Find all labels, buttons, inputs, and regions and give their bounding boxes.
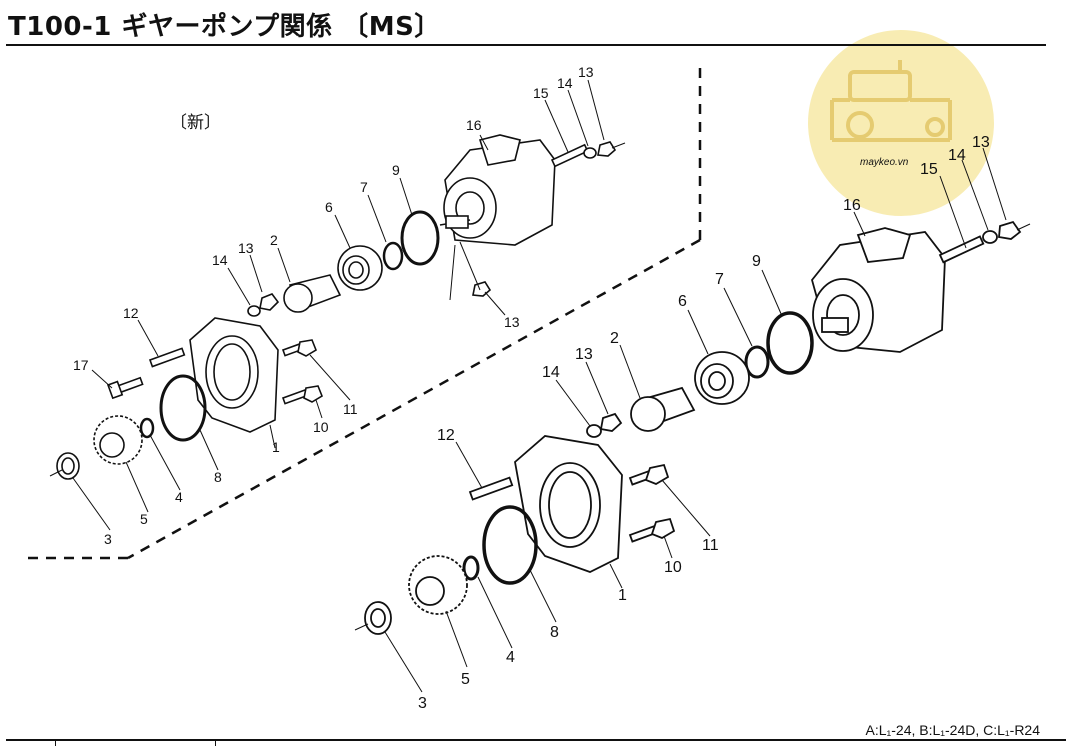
top-callout-1: 1 xyxy=(272,439,280,455)
top-bolt-17 xyxy=(106,376,144,400)
bottom-callout-4: 4 xyxy=(506,649,515,666)
top-callout-9: 9 xyxy=(392,162,400,178)
top-callout-7: 7 xyxy=(360,179,368,195)
top-washer-14 xyxy=(583,147,597,159)
new-version-label: 〔新〕 xyxy=(170,113,221,133)
top-snapring-7 xyxy=(382,241,404,271)
top-bolt-11 xyxy=(281,339,317,357)
bottom-callout-9: 9 xyxy=(752,253,761,270)
bottom-gear-5 xyxy=(408,555,468,615)
top-callout-17: 17 xyxy=(73,357,89,373)
top-nut-13c xyxy=(472,281,492,297)
bottom-assembly xyxy=(354,220,1031,635)
top-stud-12 xyxy=(148,347,186,368)
bottom-bearing-6 xyxy=(694,351,750,405)
bottom-callout-16: 16 xyxy=(843,197,861,214)
top-callout-3: 3 xyxy=(104,531,112,547)
watermark-text: maykeo.vn xyxy=(860,157,909,168)
bottom-callout-12: 12 xyxy=(437,427,455,444)
top-oring-8 xyxy=(159,374,207,442)
top-callout-8: 8 xyxy=(214,469,222,485)
top-callout-14: 14 xyxy=(557,75,573,91)
top-callout-12: 12 xyxy=(123,305,139,321)
top-callout-14b: 14 xyxy=(212,252,228,268)
top-bolt-10 xyxy=(281,385,323,405)
top-nut-13b xyxy=(259,293,280,311)
bottom-housing-1 xyxy=(514,435,623,573)
top-callout-4: 4 xyxy=(175,489,183,505)
page-title: T100-1 ギヤーポンプ関係 〔MS〕 xyxy=(8,12,441,42)
bottom-callout-13: 13 xyxy=(972,134,990,151)
top-stud-15 xyxy=(550,143,589,168)
bottom-washer-14 xyxy=(982,230,998,244)
top-callout-15: 15 xyxy=(533,85,549,101)
bottom-callout-8: 8 xyxy=(550,624,559,641)
bottom-snapring-7 xyxy=(744,345,770,379)
bottom-bolt-11 xyxy=(628,463,670,486)
bottom-callout-1: 1 xyxy=(618,587,627,604)
bottom-leader-lines xyxy=(384,147,1007,693)
bottom-pump-body xyxy=(811,227,946,353)
top-pump-body xyxy=(439,134,556,246)
bottom-callout-numbers: 13 14 15 16 9 7 6 2 13 14 12 11 10 1 8 4… xyxy=(418,134,990,712)
bottom-snapring-4 xyxy=(462,555,480,581)
top-leader-lines xyxy=(72,79,605,531)
top-callout-13c: 13 xyxy=(504,314,520,330)
bottom-oring-8 xyxy=(482,505,538,585)
top-callout-5: 5 xyxy=(140,511,148,527)
top-callout-13: 13 xyxy=(578,64,594,80)
top-nut-13 xyxy=(597,141,617,157)
bottom-oring-9 xyxy=(766,311,814,375)
bottom-callout-7: 7 xyxy=(715,271,724,288)
bottom-tick xyxy=(55,739,56,746)
bottom-rule xyxy=(6,739,1066,741)
top-bearing-6 xyxy=(337,245,383,291)
bottom-callout-11: 11 xyxy=(702,537,719,554)
bottom-callout-15: 15 xyxy=(920,161,938,178)
bottom-callout-2: 2 xyxy=(610,330,619,347)
top-callout-11: 11 xyxy=(343,401,358,417)
top-callout-13b: 13 xyxy=(238,240,254,256)
bottom-gear-shaft-2 xyxy=(630,386,696,432)
top-gear-5 xyxy=(93,415,143,465)
bottom-callout-3: 3 xyxy=(418,695,427,712)
top-callout-10: 10 xyxy=(313,419,329,435)
top-callout-16: 16 xyxy=(466,117,482,133)
top-callout-numbers: 16 15 14 13 9 7 6 2 13 14 12 17 11 10 1 … xyxy=(73,64,594,547)
bottom-nut-13 xyxy=(998,220,1022,240)
bottom-callout-14b: 14 xyxy=(542,364,560,381)
top-washer-14b xyxy=(247,305,261,317)
tractor-icon xyxy=(830,60,952,142)
bottom-tick xyxy=(215,739,216,746)
bottom-washer-14b xyxy=(586,424,602,438)
bottom-stud-15 xyxy=(938,235,985,264)
bottom-callout-13b: 13 xyxy=(575,346,593,363)
bottom-callout-5: 5 xyxy=(461,671,470,688)
top-housing-1 xyxy=(189,317,279,433)
bottom-stud-12 xyxy=(468,476,514,501)
top-assembly xyxy=(49,134,626,480)
top-gear-shaft-2 xyxy=(283,274,342,313)
top-oring-9 xyxy=(400,210,440,266)
top-seal-3 xyxy=(56,452,80,480)
bottom-nut-13b xyxy=(599,412,623,432)
bottom-bolt-10 xyxy=(628,517,676,543)
top-callout-2: 2 xyxy=(270,232,278,248)
model-applicability-note: A:L₁-24, B:L₁-24D, C:L₁-R24 xyxy=(865,722,1040,738)
bottom-callout-10: 10 xyxy=(664,559,682,576)
separator-dashed-line xyxy=(20,68,702,560)
top-snapring-4 xyxy=(139,417,155,439)
bottom-seal-3 xyxy=(364,601,392,635)
bottom-callout-6: 6 xyxy=(678,293,687,310)
title-underline xyxy=(6,44,1046,46)
top-callout-6: 6 xyxy=(325,199,333,215)
bottom-callout-14: 14 xyxy=(948,147,966,164)
